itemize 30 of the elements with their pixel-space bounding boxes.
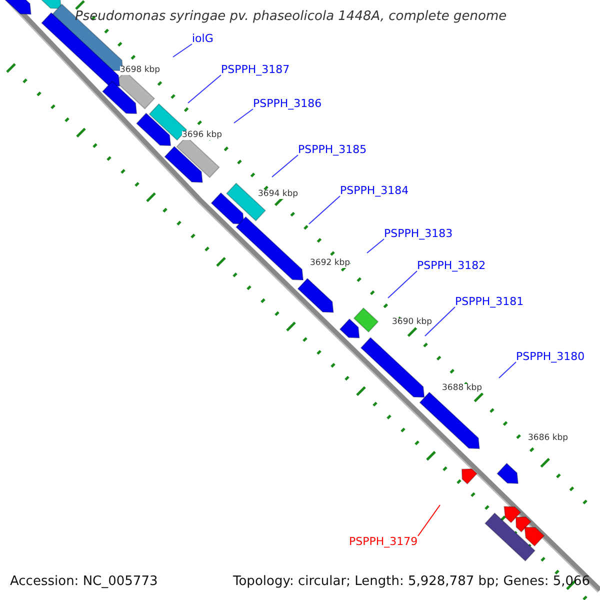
leader-line <box>272 154 298 178</box>
gene-label: PSPPH_3182 <box>417 260 486 271</box>
genome-summary-text: Topology: circular; Length: 5,928,787 bp; Genes: 5,066 <box>233 575 590 588</box>
scale-label: 3696 kbp <box>182 131 222 140</box>
leader-line <box>498 362 516 378</box>
leader-line <box>366 238 384 254</box>
leader-line <box>388 270 418 298</box>
gene-label: PSPPH_3181 <box>455 296 524 307</box>
gene-label: PSPPH_3186 <box>253 98 322 109</box>
leader-line <box>424 306 456 336</box>
gene-label: PSPPH_3184 <box>340 185 409 196</box>
leader-line <box>172 44 192 58</box>
gene-label: PSPPH_3187 <box>221 64 290 75</box>
scale-label: 3692 kbp <box>310 259 350 268</box>
scale-label: 3690 kbp <box>392 318 432 326</box>
gene-label: PSPPH_3183 <box>384 228 453 239</box>
gene-label: PSPPH_3180 <box>516 351 585 362</box>
accession-text: Accession: NC_005773 <box>10 575 158 588</box>
leader-line <box>308 196 340 224</box>
gene-label: PSPPH_3179 <box>349 536 418 547</box>
title: Pseudomonas syringae pv. phaseolicola 1448A, complete genome <box>75 10 507 23</box>
leader-line <box>188 74 222 104</box>
gene-label: iolG <box>192 33 214 44</box>
scale-label: 3688 kbp <box>442 384 482 392</box>
leader-line <box>234 108 254 124</box>
scale-label: 3686 kbp <box>528 434 568 442</box>
scale-label: 3698 kbp <box>120 66 160 74</box>
scale-label: 3694 kbp <box>258 190 298 198</box>
leader-line <box>418 504 440 536</box>
gene-label: PSPPH_3185 <box>298 144 367 155</box>
